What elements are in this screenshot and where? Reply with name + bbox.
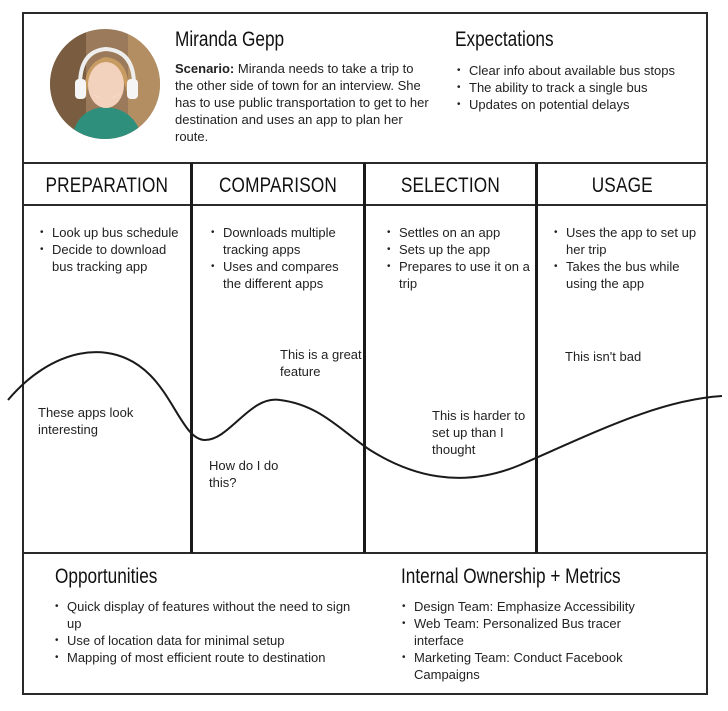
emotion-note: This isn't bad <box>565 348 675 365</box>
emotion-note: How do I do this? <box>209 457 289 491</box>
opportunity-item: Mapping of most efficient route to desti… <box>53 649 363 666</box>
emotion-note: This is harder to set up than I thought <box>432 407 532 458</box>
ownership-item: Marketing Team: Conduct Facebook Campaig… <box>400 649 670 683</box>
opportunities-title: Opportunities <box>55 565 180 589</box>
opportunities-list: Quick display of features without the ne… <box>53 598 363 666</box>
ownership-list: Design Team: Emphasize Accessibility Web… <box>400 598 670 683</box>
emotion-note: This is a great feature <box>280 346 362 380</box>
opportunity-item: Quick display of features without the ne… <box>53 598 363 632</box>
ownership-item: Web Team: Personalized Bus tracer interf… <box>400 615 670 649</box>
opportunity-item: Use of location data for minimal setup <box>53 632 363 649</box>
ownership-item: Design Team: Emphasize Accessibility <box>400 598 670 615</box>
ownership-title: Internal Ownership + Metrics <box>401 565 669 589</box>
emotion-note: These apps look interesting <box>38 404 148 438</box>
